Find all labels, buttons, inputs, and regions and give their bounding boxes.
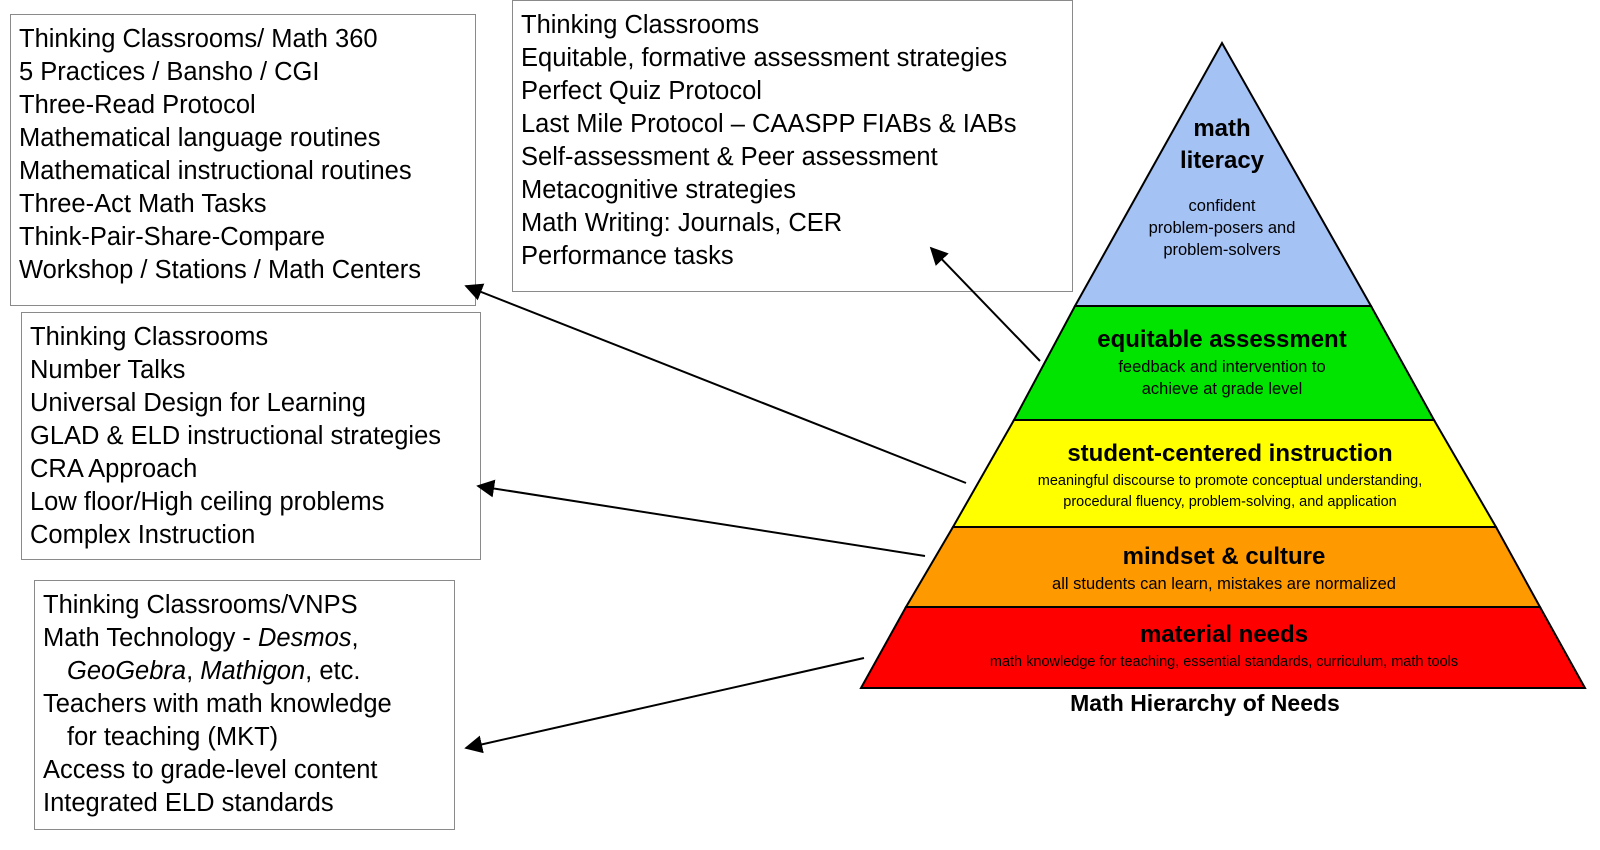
box-line: CRA Approach bbox=[30, 455, 198, 483]
box-line: Workshop / Stations / Math Centers bbox=[19, 256, 422, 284]
strategy-box-assessment: Thinking Classrooms Equitable, formative… bbox=[512, 0, 1073, 292]
box-line: Last Mile Protocol – CAASPP FIABs & IABs bbox=[521, 110, 1017, 138]
box-line: Mathematical instructional routines bbox=[19, 157, 412, 185]
tier-subtitle: confident bbox=[1189, 197, 1256, 215]
box-line: Thinking Classrooms/VNPS bbox=[43, 591, 358, 619]
tier-title: equitable assessment bbox=[1097, 326, 1346, 353]
tier-title: material needs bbox=[1140, 621, 1308, 648]
text-segment: Math Technology - bbox=[43, 624, 258, 652]
box-line: Integrated ELD standards bbox=[43, 789, 334, 817]
arrow-mindset-to-box bbox=[476, 479, 926, 557]
tier-title: mindset & culture bbox=[1123, 543, 1326, 570]
box-line: Thinking Classrooms bbox=[521, 11, 760, 39]
box-line: Think-Pair-Share-Compare bbox=[19, 223, 326, 251]
tier-title: math bbox=[1193, 115, 1250, 142]
tier-subtitle: feedback and intervention to bbox=[1118, 358, 1325, 376]
tier-subtitle: all students can learn, mistakes are nor… bbox=[1052, 575, 1396, 593]
pyramid-caption: Math Hierarchy of Needs bbox=[1070, 690, 1340, 716]
box-line: GLAD & ELD instructional strategies bbox=[30, 422, 442, 450]
box-line: Metacognitive strategies bbox=[521, 176, 796, 204]
text-segment-italic: GeoGebra bbox=[67, 657, 187, 685]
box-line: Perfect Quiz Protocol bbox=[521, 77, 762, 105]
box-line: Math Writing: Journals, CER bbox=[521, 209, 843, 237]
box-line: Three-Act Math Tasks bbox=[19, 190, 267, 218]
strategy-box-instruction-routines: Thinking Classrooms/ Math 360 5 Practice… bbox=[10, 14, 476, 306]
tier-subtitle: procedural fluency, problem-solving, and… bbox=[1063, 494, 1396, 510]
text-segment: , etc. bbox=[305, 657, 361, 685]
box-line: GeoGebra, Mathigon, etc. bbox=[43, 655, 454, 688]
box-line: Thinking Classrooms/ Math 360 bbox=[19, 25, 378, 53]
box-line: Thinking Classrooms bbox=[30, 323, 269, 351]
text-segment: , bbox=[351, 624, 359, 652]
box-line: for teaching (MKT) bbox=[67, 723, 279, 751]
box-line: Math Technology - Desmos, bbox=[43, 622, 454, 655]
pyramid-tier-material-needs bbox=[859, 606, 1587, 689]
text-segment: , bbox=[186, 657, 201, 685]
arrow-instruction-to-box bbox=[464, 283, 967, 484]
tier-title: student-centered instruction bbox=[1067, 440, 1392, 467]
box-line: Number Talks bbox=[30, 356, 186, 384]
box-line: Complex Instruction bbox=[30, 521, 256, 549]
box-line: Three-Read Protocol bbox=[19, 91, 256, 119]
pyramid-tier-math-literacy bbox=[1073, 40, 1373, 307]
box-line: Self-assessment & Peer assessment bbox=[521, 143, 938, 171]
box-line: Access to grade-level content bbox=[43, 756, 378, 784]
text-segment-italic: Mathigon bbox=[200, 657, 306, 685]
tier-subtitle: problem-posers and bbox=[1149, 219, 1296, 237]
box-line: Equitable, formative assessment strategi… bbox=[521, 44, 1008, 72]
tier-subtitle: problem-solvers bbox=[1163, 241, 1280, 259]
text-segment-italic: Desmos bbox=[257, 624, 352, 652]
box-line: Mathematical language routines bbox=[19, 124, 381, 152]
box-line: 5 Practices / Bansho / CGI bbox=[19, 58, 320, 86]
tier-subtitle: math knowledge for teaching, essential s… bbox=[990, 654, 1458, 670]
box-line: Universal Design for Learning bbox=[30, 389, 366, 417]
arrow-material-to-box bbox=[464, 657, 865, 754]
tier-subtitle: achieve at grade level bbox=[1142, 380, 1303, 398]
box-line: Low floor/High ceiling problems bbox=[30, 488, 385, 516]
tier-title: literacy bbox=[1180, 147, 1265, 174]
arrow-assessment-to-box bbox=[929, 246, 1041, 362]
strategy-box-material-needs: Thinking Classrooms/VNPS Math Technology… bbox=[34, 580, 455, 830]
strategy-box-mindset-culture: Thinking Classrooms Number Talks Univers… bbox=[21, 312, 481, 560]
box-line: Teachers with math knowledge bbox=[43, 690, 392, 718]
tier-subtitle: meaningful discourse to promote conceptu… bbox=[1038, 473, 1423, 489]
box-line: Performance tasks bbox=[521, 242, 734, 270]
